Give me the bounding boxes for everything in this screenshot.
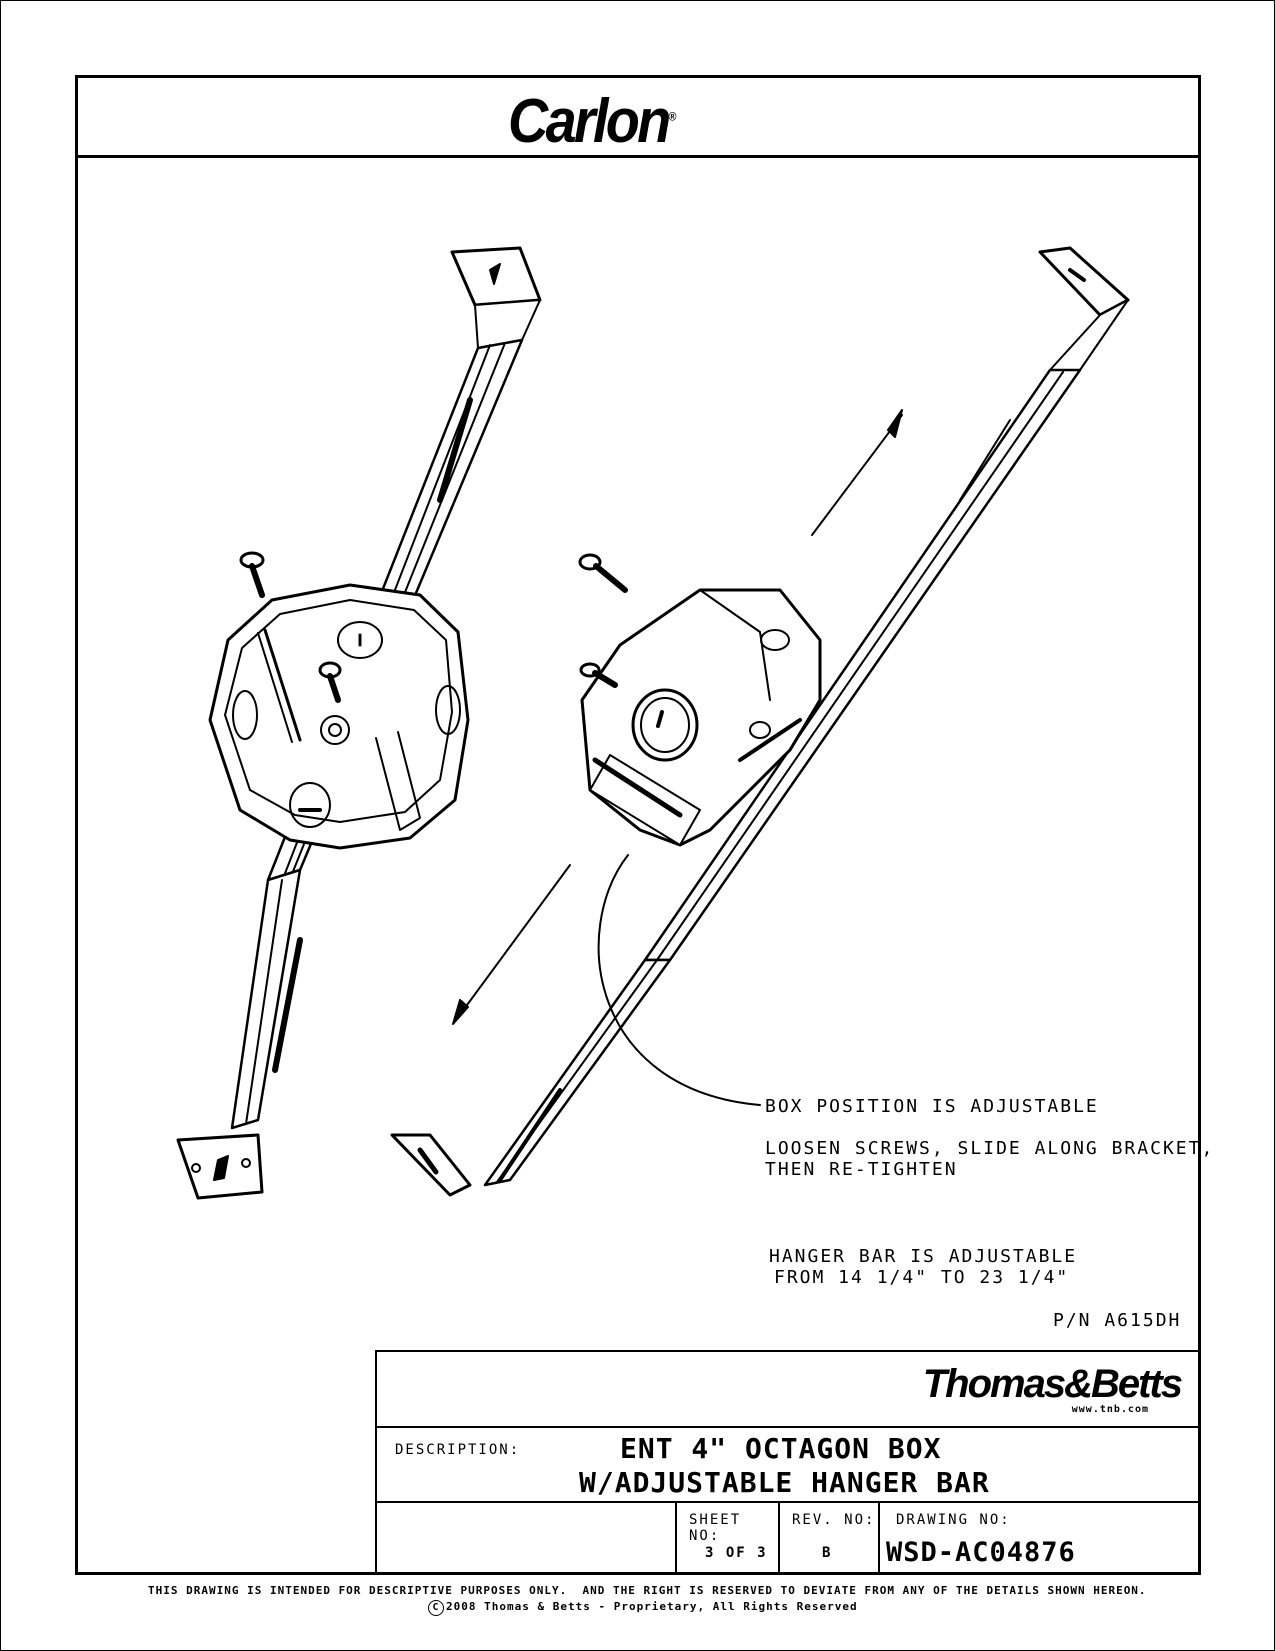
sheet-value: 3 OF 3: [705, 1545, 768, 1561]
right-screws: [578, 553, 628, 688]
drawing-number-cell: DRAWING NO: WSD-AC04876: [878, 1501, 1201, 1575]
note-hanger-1: HANGER BAR IS ADJUSTABLE: [769, 1246, 1078, 1267]
company-cell: Thomas&Betts www.tnb.com: [375, 1350, 1201, 1428]
note-loosen-2: THEN RE-TIGHTEN: [765, 1159, 958, 1180]
arrow-up: [811, 409, 903, 536]
sheet-cell: SHEET NO: 3 OF 3: [675, 1501, 780, 1575]
part-number: P/N A615DH: [1053, 1310, 1182, 1331]
drawing-value: WSD-AC04876: [886, 1537, 1076, 1568]
logo-row: Carlon®: [78, 78, 1198, 158]
thomas-betts-logo: Thomas&Betts: [922, 1362, 1183, 1406]
carlon-logo: Carlon®: [508, 86, 676, 157]
description-line-1: ENT 4" OCTAGON BOX: [620, 1432, 942, 1465]
right-hanger-bar: [390, 246, 1130, 1197]
registered-mark: ®: [668, 109, 677, 124]
description-line-2: W/ADJUSTABLE HANGER BAR: [579, 1466, 990, 1499]
disclaimer: THIS DRAWING IS INTENDED FOR DESCRIPTIVE…: [148, 1584, 1147, 1597]
company-url: www.tnb.com: [1071, 1404, 1149, 1415]
note-loosen-1: LOOSEN SCREWS, SLIDE ALONG BRACKET,: [765, 1138, 1215, 1159]
rev-label: REV. NO:: [792, 1512, 876, 1528]
copyright-text: 2008 Thomas & Betts - Proprietary, All R…: [446, 1600, 858, 1613]
sheet-label: SHEET NO:: [689, 1512, 742, 1544]
description-label: DESCRIPTION:: [395, 1442, 521, 1458]
drawing-label: DRAWING NO:: [896, 1512, 1011, 1528]
rev-cell: REV. NO: B: [778, 1501, 880, 1575]
right-octagon-box: [580, 588, 822, 847]
arrow-down: [452, 864, 571, 1025]
rev-value: B: [822, 1545, 833, 1561]
leader-curve: [597, 854, 761, 1106]
copyright-icon: C: [428, 1600, 444, 1616]
left-screws: [239, 551, 342, 703]
blank-cell: [375, 1501, 677, 1575]
note-hanger-2: FROM 14 1/4" TO 23 1/4": [774, 1267, 1070, 1288]
left-octagon-box: [208, 583, 470, 850]
description-cell: DESCRIPTION: ENT 4" OCTAGON BOX W/ADJUST…: [375, 1426, 1201, 1503]
title-block: Thomas&Betts www.tnb.com DESCRIPTION: EN…: [375, 1350, 1201, 1575]
note-box-position: BOX POSITION IS ADJUSTABLE: [765, 1096, 1099, 1117]
carlon-logo-text: Carlon: [508, 87, 671, 156]
